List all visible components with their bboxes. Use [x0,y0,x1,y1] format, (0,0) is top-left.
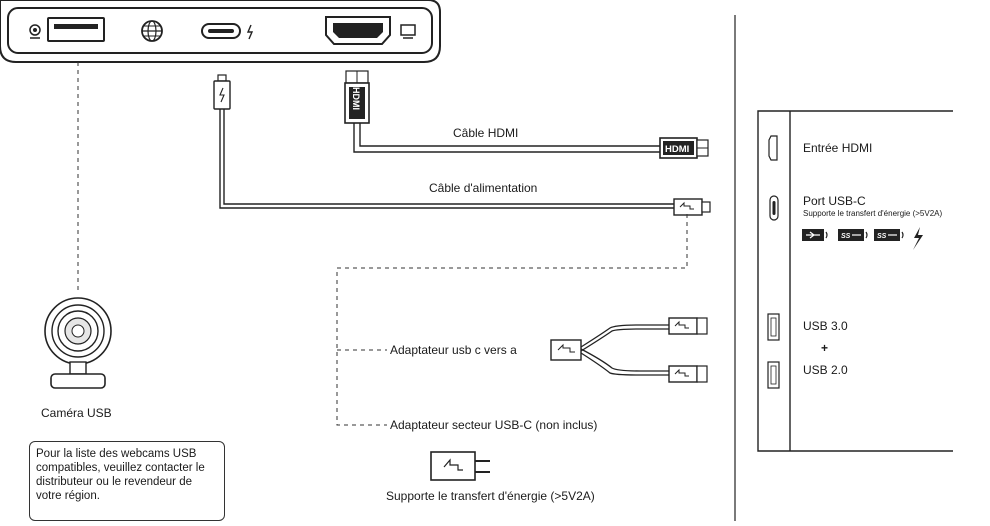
y-adapter [550,317,708,383]
hdmi-plug-text-vertical: HDMI [351,87,361,110]
usb-camera-label: Caméra USB [41,406,112,420]
usb-camera-illustration [44,297,112,389]
side-hdmi-port [768,135,778,161]
side-usb20-label: USB 2.0 [803,363,848,377]
webcam-note: Pour la liste des webcams USB compatible… [29,441,225,521]
usbc-power-adapter-label: Adaptateur secteur USB-C (non inclus) [390,418,598,432]
side-usbc-sub-label: Supporte le transfert d'énergie (>5V2A) [803,209,943,218]
side-usbc-port [769,195,779,221]
y-adapter-label: Adaptateur usb c vers a [390,343,517,357]
side-usb20-port [767,361,780,389]
power-transfer-label: Supporte le transfert d'énergie (>5V2A) [386,489,595,503]
superspeed-usb-icon: SS [838,229,868,241]
power-cable [213,74,711,216]
lightning-icon [246,24,254,40]
superspeed-10-usb-icon: SS [874,229,904,241]
hdmi-port [325,16,391,45]
device-port-bar [0,0,441,63]
adapter-dashed-lines [336,214,688,426]
monitor-icon [400,24,416,39]
svg-text:SS: SS [841,233,851,240]
hdmi-cable [344,70,709,159]
side-panel: SS SS [757,110,953,452]
side-usb30-port [767,313,780,341]
hdmi-cable-label: Câble HDMI [453,126,519,140]
power-adapter-icon [430,451,490,481]
hdmi-plug-text-horizontal: HDMI [665,144,689,155]
power-cable-label: Câble d'alimentation [429,181,538,195]
side-usbc-label: Port USB-C [803,194,866,208]
globe-icon [141,20,163,42]
svg-text:SS: SS [877,233,887,240]
side-usb30-label: USB 3.0 [803,319,848,333]
lightning-icon [913,227,923,250]
side-hdmi-label: Entrée HDMI [803,141,873,155]
usb-c-port [201,23,241,39]
webcam-icon [29,24,41,39]
usb-icon [802,229,828,241]
usb-a-port [47,17,105,42]
side-plus-label: + [821,341,829,355]
